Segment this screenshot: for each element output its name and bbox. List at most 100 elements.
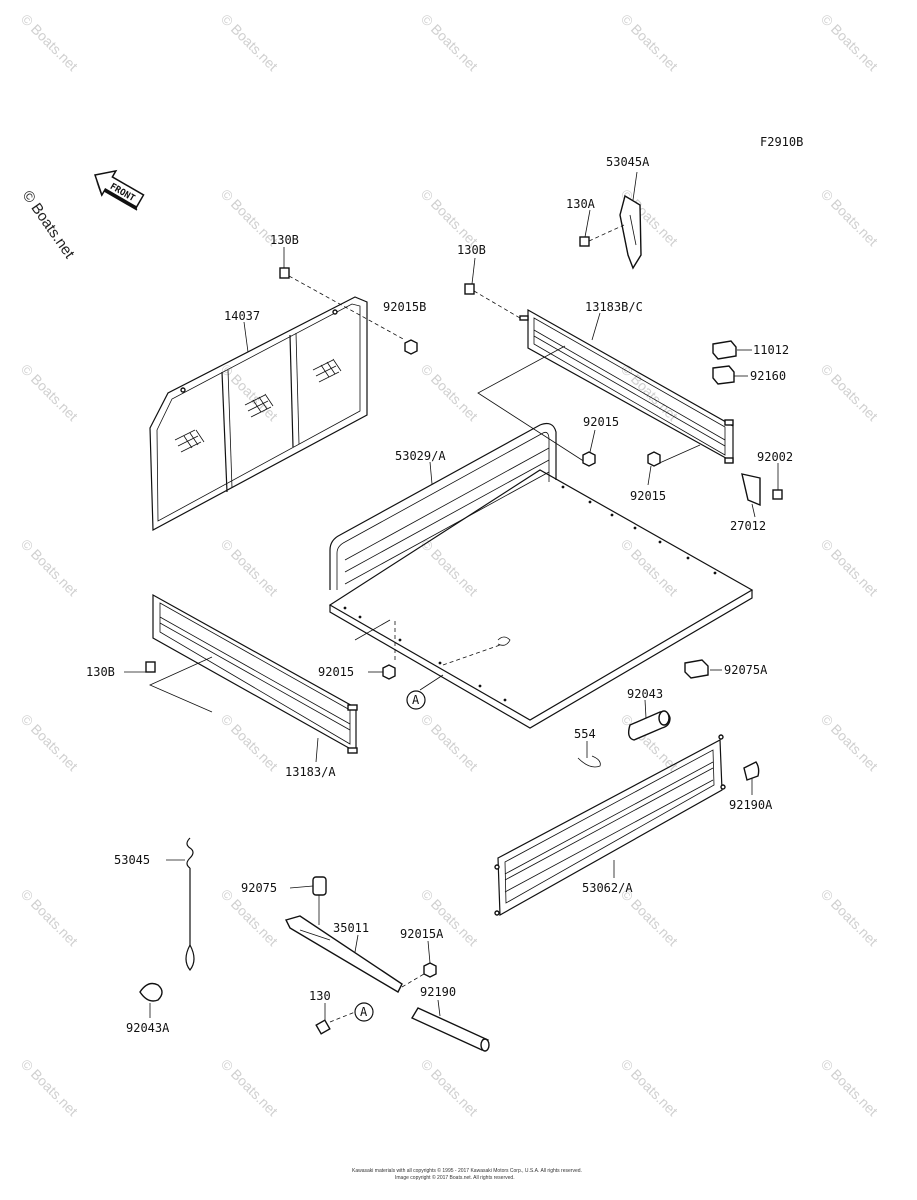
- watermark-tile: © Boats.net: [18, 1056, 81, 1119]
- label-53045: 53045: [114, 853, 150, 867]
- ref-marker-a-bottom: A: [354, 1002, 374, 1022]
- footer-image-copyright: Image copyright © 2017 Boats.net. All ri…: [395, 1174, 515, 1181]
- label-92075: 92075: [241, 881, 277, 895]
- label-130b-low: 130B: [86, 665, 115, 679]
- clip-554: [577, 755, 601, 768]
- label-92015b: 92015B: [383, 300, 426, 314]
- watermark-tile: © Boats.net: [618, 886, 681, 949]
- watermark-tile: © Boats.net: [418, 1056, 481, 1119]
- cap-92075: [312, 876, 327, 925]
- cap-92190a: [743, 761, 760, 781]
- ref-marker-a-top: A: [406, 690, 426, 710]
- watermark-tile: © Boats.net: [18, 361, 81, 424]
- ref-marker-letter: A: [360, 1005, 368, 1019]
- footer-copyright: Kawasaki materials with all copyrights ©…: [352, 1167, 582, 1174]
- fitting-92043a: [139, 982, 163, 1002]
- bolt-130: [315, 1011, 356, 1035]
- latch-53045a: [579, 194, 642, 270]
- label-92015a: 92015A: [400, 927, 444, 941]
- watermark-tile: © Boats.net: [818, 11, 881, 74]
- nut-92015a: [401, 962, 437, 988]
- cargo-bed-53029a: [328, 422, 754, 729]
- side-panel-13183a: [149, 593, 501, 754]
- nut-92015-b: [647, 451, 661, 467]
- label-53045a: 53045A: [606, 155, 650, 169]
- watermark-tile: © Boats.net: [418, 361, 481, 424]
- nut-92015-a: [582, 451, 596, 467]
- nut-92015b: [404, 339, 418, 355]
- label-35011: 35011: [333, 921, 369, 935]
- watermark-tile: © Boats.net: [418, 711, 481, 774]
- watermark-tile: © Boats.net: [218, 536, 281, 599]
- label-92043: 92043: [627, 687, 663, 701]
- bed-rivets: [343, 485, 717, 702]
- bracket-27012: [741, 473, 783, 507]
- label-92075a: 92075A: [724, 663, 768, 677]
- watermark-tile: © Boats.net: [618, 361, 681, 424]
- label-92015-a: 92015: [583, 415, 619, 429]
- watermark-tile: © Boats.net: [618, 11, 681, 74]
- rod-35011: [284, 915, 403, 993]
- label-53029a: 53029/A: [395, 449, 446, 463]
- bolt-130b-mid: [464, 283, 521, 319]
- label-92190: 92190: [420, 985, 456, 999]
- label-13183a: 13183/A: [285, 765, 336, 779]
- label-11012: 11012: [753, 343, 789, 357]
- label-92015-b: 92015: [630, 489, 666, 503]
- watermark-tile: © Boats.net: [818, 361, 881, 424]
- bolt-130b-top: [279, 267, 406, 341]
- label-554: 554: [574, 727, 596, 741]
- watermark-tile: © Boats.net: [18, 711, 81, 774]
- cap-11012: [712, 340, 737, 360]
- label-53062a: 53062/A: [582, 881, 633, 895]
- watermark-tile: © Boats.net: [218, 711, 281, 774]
- watermark-tile: © Boats.net: [18, 536, 81, 599]
- label-92190a: 92190A: [729, 798, 773, 812]
- watermark-tile: © Boats.net: [418, 536, 481, 599]
- bolt-130b-low: [145, 661, 156, 673]
- rubber-92075a: [684, 659, 709, 679]
- watermark-tiles: © Boats.net © Boats.net © Boats.net © Bo…: [18, 11, 881, 1119]
- label-92002: 92002: [757, 450, 793, 464]
- pin-92043: [627, 710, 671, 741]
- watermark-tile: © Boats.net: [218, 1056, 281, 1119]
- watermark-tile: © Boats.net: [818, 886, 881, 949]
- watermark-tile: © Boats.net: [818, 1056, 881, 1119]
- part-labels: 53045A 130A 130B 130B 92015B 14037 13183…: [86, 155, 793, 1035]
- leader-lines: [124, 171, 779, 1020]
- watermark-tile: © Boats.net: [818, 711, 881, 774]
- ref-marker-letter: A: [412, 693, 420, 707]
- tailgate-53062a: [494, 734, 726, 917]
- label-130b-mid: 130B: [457, 243, 486, 257]
- label-130: 130: [309, 989, 331, 1003]
- watermark-tile: © Boats.net: [18, 11, 81, 74]
- watermark-tile: © Boats.net: [818, 186, 881, 249]
- nut-92015-c: [382, 664, 396, 680]
- front-arrow: FRONT: [94, 169, 145, 211]
- cap-92160: [712, 365, 735, 385]
- cable-53045: [185, 837, 195, 971]
- label-13183bc: 13183B/C: [585, 300, 643, 314]
- label-130b-top: 130B: [270, 233, 299, 247]
- watermark-tile: © Boats.net: [218, 886, 281, 949]
- watermark-tile: © Boats.net: [818, 536, 881, 599]
- label-92160: 92160: [750, 369, 786, 383]
- side-panel-13183bc: [477, 308, 734, 466]
- tube-92190: [410, 1007, 490, 1052]
- label-92043a: 92043A: [126, 1021, 170, 1035]
- watermark-tile: © Boats.net: [418, 11, 481, 74]
- watermark-tile: © Boats.net: [618, 1056, 681, 1119]
- watermark-tile: © Boats.net: [218, 11, 281, 74]
- watermark-tile: © Boats.net: [618, 536, 681, 599]
- watermark-tile: © Boats.net: [218, 361, 281, 424]
- diagram-code: F2910B: [760, 135, 803, 149]
- label-14037: 14037: [224, 309, 260, 323]
- label-92015-c: 92015: [318, 665, 354, 679]
- watermark-tile: © Boats.net: [18, 886, 81, 949]
- boats-net-watermark: © Boats.net: [19, 188, 78, 263]
- rear-screen-14037: [149, 296, 368, 531]
- label-27012: 27012: [730, 519, 766, 533]
- watermark-tile: © Boats.net: [418, 186, 481, 249]
- label-130a: 130A: [566, 197, 596, 211]
